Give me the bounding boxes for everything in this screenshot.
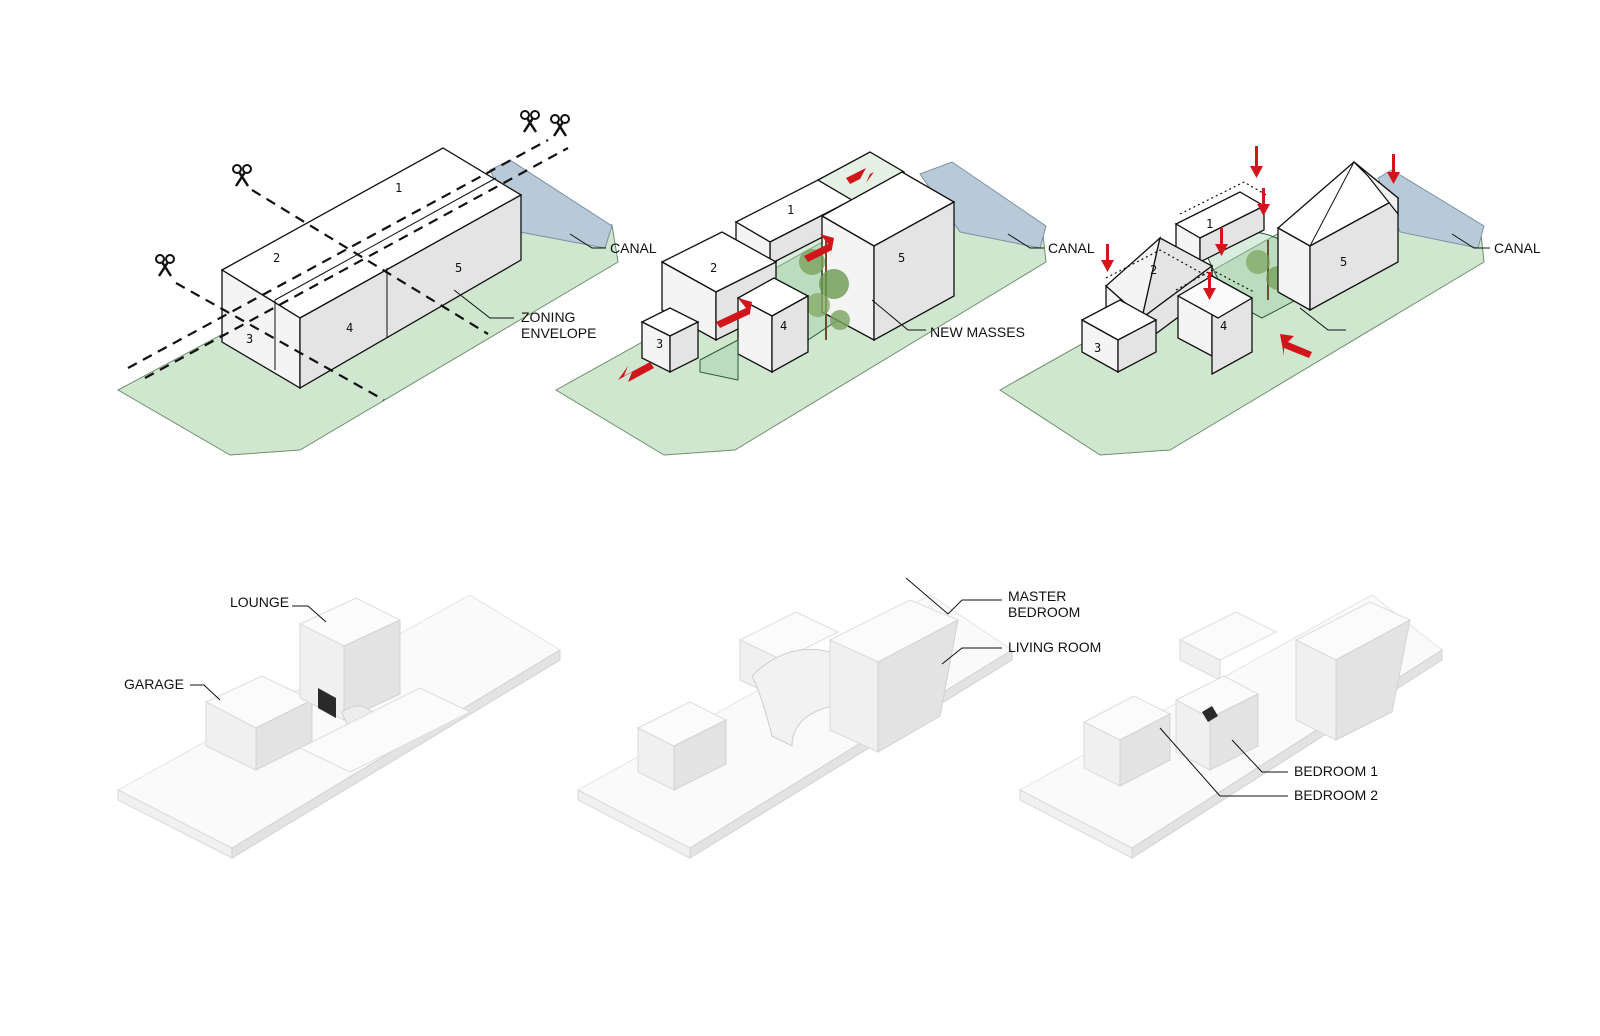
canal-label: CANAL xyxy=(610,240,657,256)
living-room-block xyxy=(1294,601,1412,741)
cut-line xyxy=(251,189,489,335)
living-room-leader xyxy=(941,647,1002,665)
model-panel-1: LOUNGE GARAGE xyxy=(116,594,561,859)
canal-label: CANAL xyxy=(1048,240,1095,256)
mass-number-5: 5 xyxy=(898,251,905,265)
red-arrow-icon xyxy=(1101,244,1114,272)
zoning-label-line1: ZONING xyxy=(521,309,575,325)
mass-number-2: 2 xyxy=(273,251,280,265)
living-room-block xyxy=(828,599,960,753)
model-panel-2: MASTER BEDROOM LIVING ROOM xyxy=(576,577,1101,859)
red-arrow-icon xyxy=(716,298,752,328)
lounge-block xyxy=(1178,611,1278,681)
red-arrow-icon xyxy=(1387,154,1400,184)
mass-3 xyxy=(1080,299,1158,374)
red-arrow-icon xyxy=(846,168,874,184)
lounge-label: LOUNGE xyxy=(230,594,289,610)
garage-block xyxy=(636,701,728,791)
garage-label: GARAGE xyxy=(124,676,184,692)
mass-number-1: 1 xyxy=(787,203,794,217)
red-arrow-icon xyxy=(1280,334,1312,358)
mass-number-4: 4 xyxy=(780,319,787,333)
lounge-leader xyxy=(292,605,327,623)
cut-line xyxy=(127,139,549,369)
model-panel-3: BEDROOM 1 BEDROOM 2 xyxy=(1018,594,1443,859)
courtyard-leader xyxy=(1299,307,1346,331)
mass-number-2: 2 xyxy=(1150,263,1157,277)
scissors-icon xyxy=(231,163,253,188)
mass-number-3: 3 xyxy=(1094,341,1101,355)
mass-number-5: 5 xyxy=(455,261,462,275)
mass-number-1: 1 xyxy=(395,181,402,195)
mass-number-2: 2 xyxy=(710,261,717,275)
mass-number-4: 4 xyxy=(1220,319,1227,333)
mass-number-4: 4 xyxy=(346,321,353,335)
mass-3 xyxy=(640,307,700,374)
master-bedroom-label-line2: BEDROOM xyxy=(1008,604,1080,620)
garage-block xyxy=(1082,695,1172,787)
master-bedroom-label-line1: MASTER xyxy=(1008,588,1066,604)
mass-4 xyxy=(1175,269,1255,376)
massing-panel-1: 1 2 3 4 5 CANAL ZONING ENVELOPE xyxy=(116,109,657,456)
mass-5 xyxy=(820,171,956,342)
mass-4 xyxy=(699,277,810,381)
massing-panel-2: 1 2 3 4 5 CANAL NEW MASSES xyxy=(555,151,1095,456)
canal-leader xyxy=(569,233,606,249)
cut-line xyxy=(144,147,569,379)
master-bedroom-leader xyxy=(905,577,1002,615)
mass-number-1: 1 xyxy=(1206,217,1213,231)
red-arrow-icon xyxy=(1250,146,1263,178)
scissors-icon xyxy=(154,253,176,278)
mass-5 xyxy=(1276,161,1400,312)
red-arrow-icon xyxy=(1257,188,1270,216)
red-arrow-icon xyxy=(1215,228,1228,256)
zoning-label-line2: ENVELOPE xyxy=(521,325,596,341)
garage-leader xyxy=(190,684,221,701)
canal-leader xyxy=(1007,233,1044,249)
lounge-tower xyxy=(298,597,402,721)
living-room-label: LIVING ROOM xyxy=(1008,639,1101,655)
bedroom2-label: BEDROOM 2 xyxy=(1294,787,1378,803)
mass-number-5: 5 xyxy=(1340,255,1347,269)
bedroom1-label: BEDROOM 1 xyxy=(1294,763,1378,779)
bedroom2-leader xyxy=(1159,727,1288,797)
massing-panel-3: 1 2 3 4 5 CANAL xyxy=(999,146,1541,456)
bedroom1-leader xyxy=(1231,739,1288,773)
mass-number-3: 3 xyxy=(656,337,663,351)
new-masses-leader xyxy=(871,299,926,331)
scissors-icon xyxy=(549,113,571,138)
red-arrow-icon xyxy=(804,234,834,262)
canal-leader xyxy=(1451,233,1490,249)
scissors-icon xyxy=(519,109,541,134)
zoning-leader xyxy=(453,289,514,319)
mass-number-3: 3 xyxy=(246,332,253,346)
canal-label: CANAL xyxy=(1494,240,1541,256)
red-arrow-icon xyxy=(618,362,654,382)
new-masses-label: NEW MASSES xyxy=(930,324,1025,340)
red-arrow-icon xyxy=(1203,272,1216,300)
bedroom-block xyxy=(1174,675,1260,771)
cut-line xyxy=(175,282,385,401)
